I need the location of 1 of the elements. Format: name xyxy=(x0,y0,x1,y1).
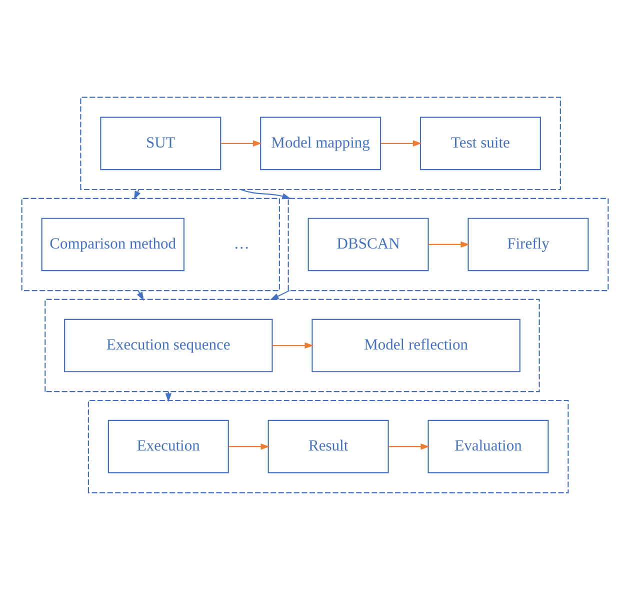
node-text: … xyxy=(234,235,250,252)
